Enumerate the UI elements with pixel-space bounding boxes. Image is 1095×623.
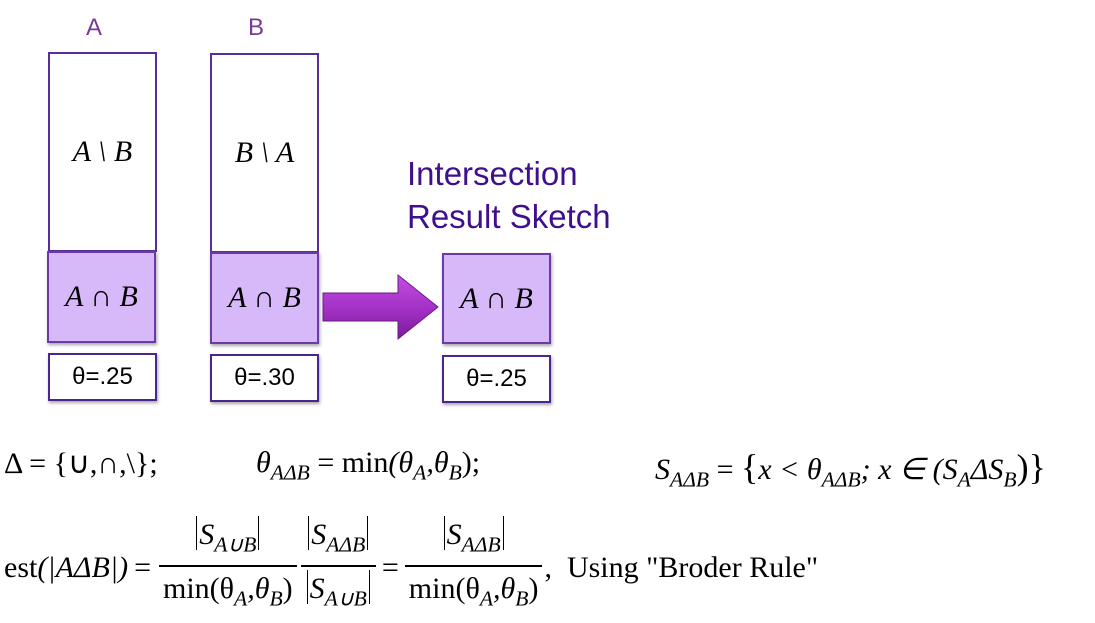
formula-text: ; x ∈ (S <box>860 453 958 486</box>
formula-subscript: A <box>413 460 427 485</box>
result-title-line2: Result Sketch <box>407 198 611 235</box>
set-b-label: B <box>248 14 265 41</box>
fraction-3: SAΔB min(θA,θB) <box>404 515 543 620</box>
result-intersection-label: A ∩ B <box>460 281 533 315</box>
formula-text: est <box>4 550 38 584</box>
formula-estimate: est(|AΔB|) = SA∪B min(θA,θB) SAΔB SA∪B =… <box>4 515 818 620</box>
set-b-threshold-box: θ=.30 <box>210 354 319 402</box>
formula-text: min(θ <box>162 571 235 605</box>
formula-text: = <box>381 550 399 584</box>
set-b-threshold-label: θ=.30 <box>234 364 295 391</box>
formula-text: (|AΔB|) <box>37 550 129 584</box>
formula-subscript: B <box>269 586 283 611</box>
formula-subscript: AΔB <box>461 532 501 557</box>
formula-text: ) <box>282 571 293 605</box>
fraction-1: SA∪B min(θA,θB) <box>158 515 297 620</box>
formula-text: = <box>317 446 335 479</box>
formula-subscript: A∪B <box>214 532 257 557</box>
broder-rule-note: , Using "Broder Rule" <box>544 550 819 584</box>
result-intersection-box: A ∩ B <box>442 253 551 344</box>
formula-text: ); <box>461 446 481 479</box>
formula-text: min(θ <box>408 571 480 605</box>
formula-text: x <box>758 453 772 486</box>
formula-subscript: AΔB <box>326 532 366 557</box>
set-a-threshold-label: θ=.25 <box>72 363 133 390</box>
result-title-line1: Intersection <box>407 155 578 192</box>
formula-subscript: AΔB <box>821 467 861 492</box>
set-b-difference-box: B \ A <box>210 53 319 253</box>
formula-subscript: B <box>1003 467 1017 492</box>
formula-text: < θ <box>771 453 822 486</box>
formula-text: S <box>309 571 325 605</box>
formula-text: ,θ <box>493 571 516 605</box>
formula-threshold-min: θAΔB = min(θA,θB); <box>256 446 480 486</box>
formula-subscript: AΔB <box>670 467 710 492</box>
fraction-2: SAΔB SA∪B <box>300 515 376 620</box>
formula-sketch-definition: SAΔB = {x < θAΔB; x ∈ (SAΔSB)} <box>655 446 1046 493</box>
formula-text: ,θ <box>247 571 270 605</box>
formula-text: { <box>740 447 759 487</box>
set-a-threshold-box: θ=.25 <box>48 353 157 401</box>
formula-text: S <box>199 518 215 551</box>
formula-text: {∪,∩,\}; <box>53 447 158 480</box>
formula-subscript: A <box>479 586 494 611</box>
set-b-intersection-label: A ∩ B <box>228 281 301 314</box>
right-arrow-icon <box>322 273 439 341</box>
formula-subscript: A <box>957 467 971 492</box>
formula-text: Δ <box>4 447 22 480</box>
formula-subscript: AΔB <box>270 460 310 485</box>
formula-text: = <box>716 453 734 486</box>
formula-text: ) <box>528 571 539 605</box>
formula-text: min <box>341 446 389 479</box>
set-a-difference-label: A \ B <box>72 135 133 168</box>
formula-delta-definition: Δ = {∪,∩,\}; <box>4 446 158 481</box>
set-b-difference-label: B \ A <box>234 136 295 169</box>
formula-text: = <box>134 550 151 584</box>
formula-subscript: A <box>234 586 248 611</box>
result-threshold-box: θ=.25 <box>442 355 551 403</box>
formula-text: = <box>29 447 47 480</box>
formula-subscript: B <box>448 460 462 485</box>
formula-text: (θ <box>388 446 414 479</box>
formula-subscript: B <box>515 586 529 611</box>
formula-text: ,θ <box>426 446 449 479</box>
formula-text: S <box>446 518 462 551</box>
set-a-intersection-label: A ∩ B <box>65 280 138 313</box>
formula-text: S <box>311 518 327 551</box>
formula-subscript: A∪B <box>324 586 367 611</box>
set-a-difference-box: A \ B <box>48 52 157 252</box>
set-b-intersection-box: A ∩ B <box>210 252 319 344</box>
set-a-intersection-box: A ∩ B <box>47 251 156 343</box>
formula-text: )} <box>1016 447 1046 487</box>
formula-text: S <box>655 453 670 486</box>
formula-text: θ <box>256 446 271 479</box>
set-a-label: A <box>86 14 103 41</box>
formula-text: ΔS <box>970 453 1004 486</box>
result-threshold-label: θ=.25 <box>466 365 527 392</box>
